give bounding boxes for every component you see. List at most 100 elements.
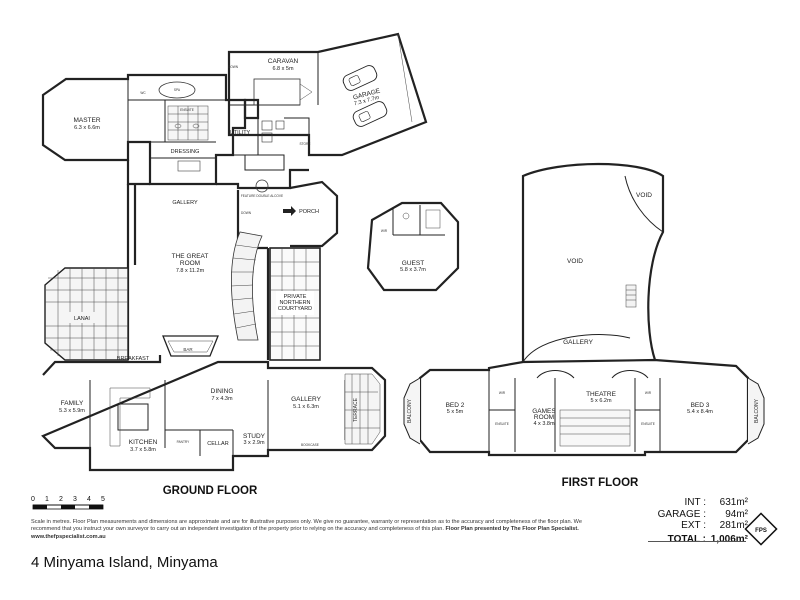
- area-row-garage: GARAGE : 94m²: [648, 509, 748, 521]
- total-area-value: 1,006m²: [710, 533, 748, 545]
- balcony-right-label: BALCONY: [754, 398, 760, 423]
- area-divider: [648, 541, 746, 542]
- total-area-label: TOTAL :: [667, 533, 706, 545]
- area-summary: INT : 631m² GARAGE : 94m² EXT : 281m² TO…: [648, 497, 748, 545]
- caravan-dimensions: 6.8 x 5m: [272, 66, 294, 72]
- theatre-label: THEATRE: [586, 391, 617, 398]
- breakfast-label: BREAKFAST: [117, 356, 150, 362]
- fps-logo: FPS: [744, 512, 778, 546]
- study-label: STUDY: [243, 433, 266, 440]
- scale-tick-4: 4: [87, 496, 91, 503]
- bookcase-label: BOOKCASE: [301, 443, 319, 447]
- balcony-left-outline: [403, 377, 421, 445]
- spa-tub: [158, 81, 196, 99]
- gallery-lower-label: GALLERY: [291, 396, 322, 403]
- scale-tick-3: 3: [73, 496, 77, 503]
- first-floor-title: FIRST FLOOR: [562, 477, 639, 489]
- bed2-ensuite-label: ENSUITE: [495, 422, 509, 426]
- study-dimensions: 3 x 2.9m: [243, 440, 265, 446]
- games-label: GAMES: [532, 408, 556, 415]
- kitchen-island: [117, 403, 149, 431]
- terrace-tiles: [344, 373, 381, 445]
- ensuite-label: ENSUITE: [180, 108, 194, 112]
- dining-dimensions: 7 x 4.3m: [211, 396, 233, 402]
- great-room-label-2: ROOM: [180, 260, 200, 267]
- area-row-ext: EXT : 281m²: [648, 520, 748, 532]
- bed2-dimensions: 5 x 5m: [447, 409, 464, 415]
- void-upper-arc: [624, 175, 664, 233]
- first-floor-plan: VOID VOID GALLERY BED 2 5 x 5m GAMES ROO…: [403, 162, 765, 489]
- scale-tick-1: 1: [45, 496, 49, 503]
- ensuite-tiles: [167, 105, 209, 141]
- caravan-vehicle: [253, 78, 301, 106]
- dining-label: DINING: [211, 388, 234, 395]
- lower-wing-outline: [41, 355, 387, 472]
- games-dimensions: 4 x 3.8m: [533, 421, 555, 427]
- spa-label: SPA: [174, 88, 181, 92]
- area-row-int: INT : 631m²: [648, 497, 748, 509]
- bed3-label: BED 3: [691, 402, 710, 409]
- dressing-label: DRESSING: [171, 149, 200, 155]
- feature-alcove: [255, 179, 269, 193]
- great-room-dimensions: 7.8 x 11.2m: [176, 268, 205, 274]
- int-area-value: 631m²: [719, 497, 748, 508]
- void-top-label: VOID: [636, 192, 652, 199]
- guest-outline: [366, 201, 460, 292]
- bed3-dimensions: 5.4 x 8.4m: [687, 409, 713, 415]
- property-address: 4 Minyama Island, Minyama: [31, 554, 218, 571]
- void-main-label: VOID: [567, 258, 583, 265]
- family-label: FAMILY: [61, 400, 84, 407]
- store-label: STORE: [300, 142, 311, 146]
- guest-wir-label: WIR: [381, 229, 388, 233]
- bar-counter: [162, 335, 219, 357]
- int-area-label: INT :: [684, 497, 706, 508]
- gallery-lower-dimensions: 5.1 x 6.3m: [293, 404, 319, 410]
- disclaimer-credit: Floor Plan presented by The Floor Plan S…: [31, 526, 579, 540]
- down-label: DOWN: [228, 65, 239, 69]
- lanai-label: LANAI: [74, 316, 90, 322]
- feature-alcove-label: FEATURE DOUBLE ALCOVE: [241, 194, 283, 198]
- disclaimer: Scale in metres. Floor Plan measurements…: [31, 519, 601, 541]
- pantry-label: PANTRY: [177, 440, 191, 444]
- bed3-ensuite-label: ENSUITE: [641, 422, 655, 426]
- master-dimensions: 6.3 x 6.6m: [74, 125, 100, 131]
- bed2-label: BED 2: [446, 402, 465, 409]
- logo-text: FPS: [755, 528, 767, 534]
- caravan-label: CARAVAN: [268, 58, 299, 65]
- guest-dimensions: 5.8 x 3.7m: [400, 267, 426, 273]
- lanai-tiles: [44, 267, 129, 361]
- scale-bar: 0 1 2 3 4 5: [31, 496, 105, 510]
- cellar-label: CELLAR: [207, 441, 228, 447]
- theatre-seating: [559, 409, 631, 447]
- porch-outline: [289, 180, 339, 248]
- master-label: MASTER: [73, 117, 100, 124]
- garage-area-label: GARAGE :: [657, 508, 706, 520]
- balcony-right-outline: [747, 377, 765, 445]
- ground-floor-title: GROUND FLOOR: [163, 485, 258, 497]
- garage-area-value: 94m²: [725, 508, 748, 520]
- scale-tick-2: 2: [59, 496, 63, 503]
- wc-label: WC: [140, 91, 146, 95]
- disclaimer-text: Scale in metres. Floor Plan measurements…: [31, 519, 582, 533]
- bar-label: BAR: [183, 347, 193, 352]
- car-icon: [352, 101, 388, 127]
- gallery-ground-label: GALLERY: [172, 200, 198, 206]
- kitchen-dimensions: 3.7 x 5.8m: [130, 447, 156, 453]
- courtyard-label-2: NORTHERN: [279, 300, 310, 306]
- void-outline: [521, 162, 665, 362]
- theatre-dimensions: 5 x 6.2m: [590, 398, 612, 404]
- dn-label: DOWN: [241, 211, 252, 215]
- scale-tick-5: 5: [101, 496, 105, 503]
- gallery-first-label: GALLERY: [563, 339, 594, 346]
- ground-floor-plan: CARAVAN 6.8 x 5m GARAGE 7.3 x 7.7m MASTE…: [41, 32, 460, 497]
- first-floor-stair: [625, 284, 637, 308]
- great-room-label: THE GREAT: [172, 253, 209, 260]
- family-dimensions: 5.3 x 5.9m: [59, 408, 85, 414]
- courtyard-label-3: COURTYARD: [278, 306, 312, 312]
- kitchen-label: KITCHEN: [129, 439, 158, 446]
- bed3-wir-label: WIR: [645, 391, 652, 395]
- games-label-2: ROOM: [534, 414, 554, 421]
- bed2-wir-label: WIR: [499, 391, 506, 395]
- balcony-left-label: BALCONY: [407, 398, 413, 423]
